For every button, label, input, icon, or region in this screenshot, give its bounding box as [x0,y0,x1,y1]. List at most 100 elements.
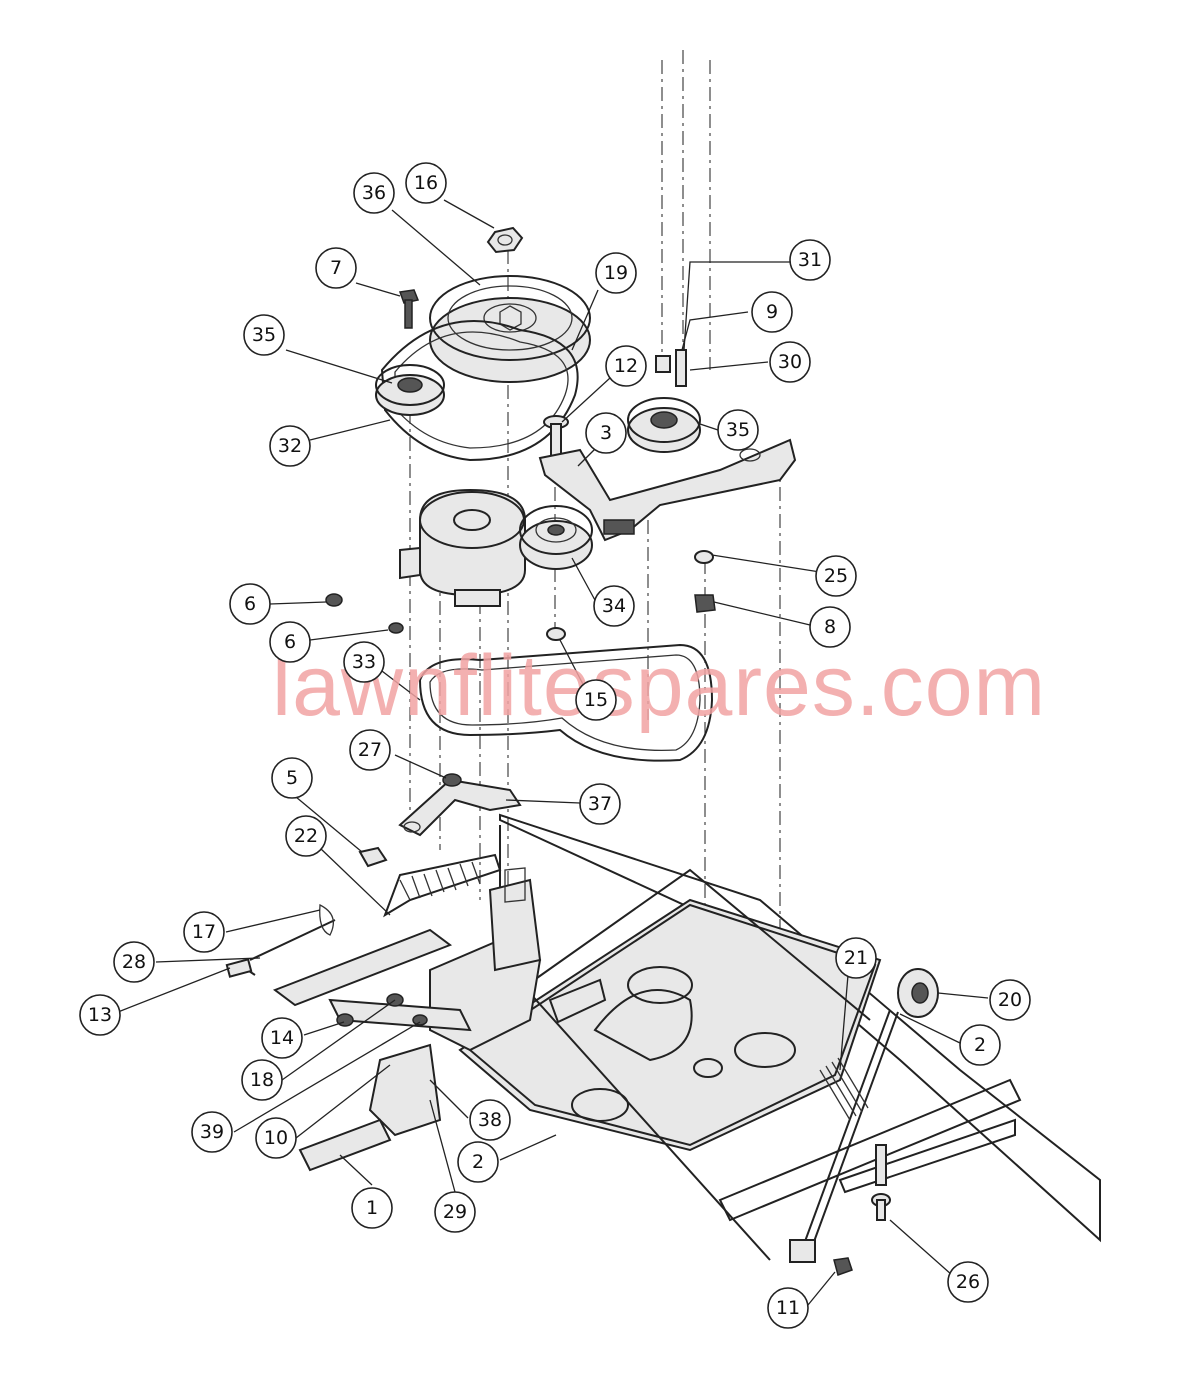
callout-16: 16 [405,162,447,204]
callout-label: 18 [250,1069,274,1091]
callout-label: 2 [472,1151,484,1173]
callout-label: 34 [602,595,626,617]
shoulder-bolt-part [543,415,569,457]
idler-arm-bracket [538,438,797,542]
callout-33: 33 [343,641,385,683]
callout-circle [343,641,385,683]
bypass-lever-assembly [328,993,472,1032]
callout-label: 38 [478,1109,502,1131]
callout-label: 13 [88,1004,112,1026]
callout-label: 19 [604,262,628,284]
callout-label: 3 [600,422,612,444]
callout-35: 35 [243,314,285,356]
callout-circle [183,911,225,953]
callout-circle [351,1187,393,1229]
callout-27: 27 [349,729,391,771]
callout-label: 21 [844,947,868,969]
callout-circle [241,1059,283,1101]
callout-label: 36 [362,182,386,204]
callout-label: 32 [278,435,302,457]
callout-label: 9 [766,301,778,323]
callout-label: 5 [286,767,298,789]
callout-circle [751,291,793,333]
callout-18: 18 [241,1059,283,1101]
idler-pulley-left [375,364,445,416]
control-rod-assembly [225,903,453,1007]
callout-label: 2 [974,1034,986,1056]
main-frame [458,813,1101,1261]
callout-circle [593,585,635,627]
callout-circle [595,252,637,294]
callout-circle [947,1261,989,1303]
callout-circle [434,1191,476,1233]
callout-circle [457,1141,499,1183]
clevis-pin [871,1144,891,1221]
callout-circle [575,679,617,721]
extension-spring [383,853,502,918]
callout-circle [315,247,357,289]
callout-6: 6 [229,583,271,625]
engine-pulley [519,505,593,570]
callout-circle [767,1287,809,1329]
callout-label: 1 [366,1197,378,1219]
callout-9: 9 [751,291,793,333]
callout-circle [79,994,121,1036]
callout-2: 2 [457,1141,499,1183]
callout-10: 10 [255,1117,297,1159]
callout-circle [989,979,1031,1021]
callout-37: 37 [579,783,621,825]
callout-label: 28 [122,951,146,973]
transaxle [298,867,542,1172]
callout-circle [269,621,311,663]
callout-22: 22 [285,815,327,857]
callout-29: 29 [434,1191,476,1233]
flange-bolt [833,1257,853,1276]
spring-bolt [358,846,388,868]
callout-12: 12 [605,345,647,387]
leader-lines [117,199,989,1306]
callout-label: 11 [776,1297,800,1319]
callout-circle [605,345,647,387]
callout-30: 30 [769,341,811,383]
pulley-nut [546,627,566,641]
callout-label: 22 [294,825,318,847]
pto-clutch [399,488,526,607]
callout-label: 17 [192,921,216,943]
callout-circle [261,1017,303,1059]
watermark: lawnflitespares.com [272,638,1046,734]
callout-39: 39 [191,1111,233,1153]
callout-label: 7 [330,257,342,279]
callout-25: 25 [815,555,857,597]
callout-circle [789,239,831,281]
drive-belt [418,643,714,762]
callout-label: 39 [200,1121,224,1143]
callout-label: 8 [824,616,836,638]
callout-circle [349,729,391,771]
callout-26: 26 [947,1261,989,1303]
callout-28: 28 [113,941,155,983]
callout-15: 15 [575,679,617,721]
callout-circle [579,783,621,825]
callout-label: 16 [414,172,438,194]
callout-label: 6 [244,593,256,615]
callout-13: 13 [79,994,121,1036]
callout-31: 31 [789,239,831,281]
callout-label: 12 [614,355,638,377]
callout-20: 20 [989,979,1031,1021]
callout-14: 14 [261,1017,303,1059]
callout-circle [255,1117,297,1159]
callout-2: 2 [959,1024,1001,1066]
bolt-part [398,289,420,329]
callout-38: 38 [469,1099,511,1141]
callout-label: 31 [798,249,822,271]
callout-circle [269,425,311,467]
callout-circle [809,606,851,648]
callout-5: 5 [271,757,313,799]
belt-guide-bracket [398,773,522,837]
callout-circle [585,412,627,454]
callout-6: 6 [269,621,311,663]
callout-circle [405,162,447,204]
callout-circle [271,757,313,799]
callout-35: 35 [717,409,759,451]
